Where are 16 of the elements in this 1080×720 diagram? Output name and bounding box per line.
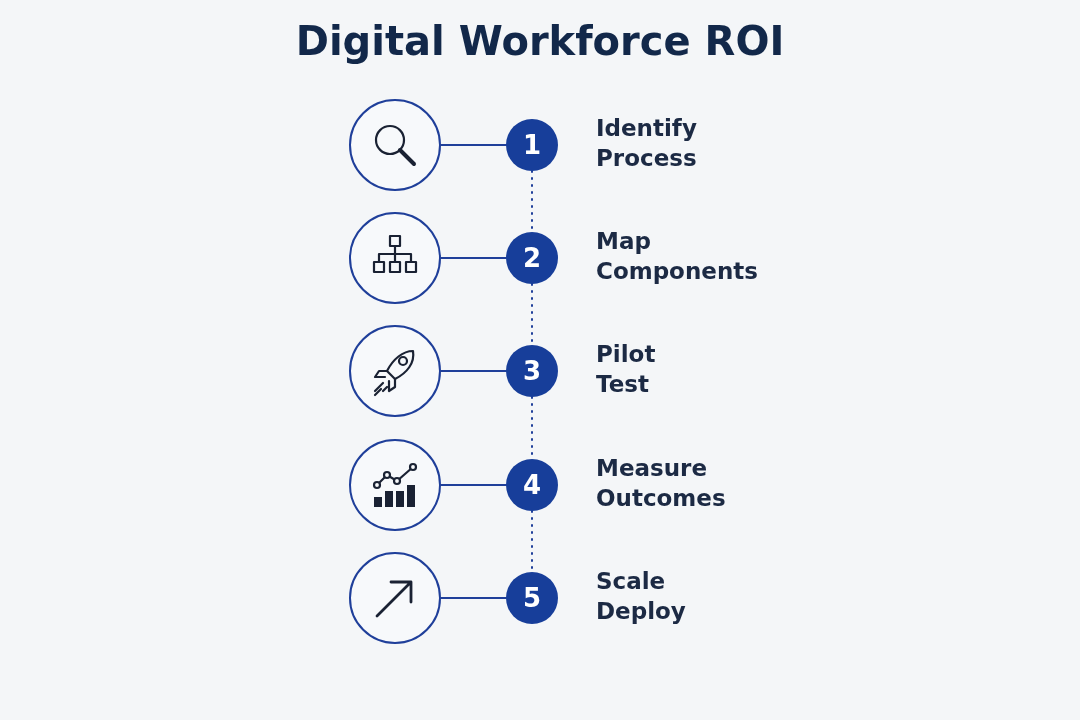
step-label: Scale Deploy xyxy=(596,567,686,626)
step-label: Identify Process xyxy=(596,114,697,173)
step-number-circle: 3 xyxy=(506,345,558,397)
step-number-circle: 5 xyxy=(506,572,558,624)
step-label: Map Components xyxy=(596,227,758,286)
connector-line xyxy=(440,370,507,372)
step-label: Pilot Test xyxy=(596,340,656,399)
connector-line xyxy=(440,257,507,259)
connector-line xyxy=(440,144,507,146)
title: Digital Workforce ROI xyxy=(294,18,786,64)
connector-line xyxy=(440,484,507,486)
connector-line xyxy=(440,597,507,599)
step-number-circle: 2 xyxy=(506,232,558,284)
step-number-circle: 4 xyxy=(506,459,558,511)
step-number-circle: 1 xyxy=(506,119,558,171)
step-label: Measure Outcomes xyxy=(596,454,726,513)
